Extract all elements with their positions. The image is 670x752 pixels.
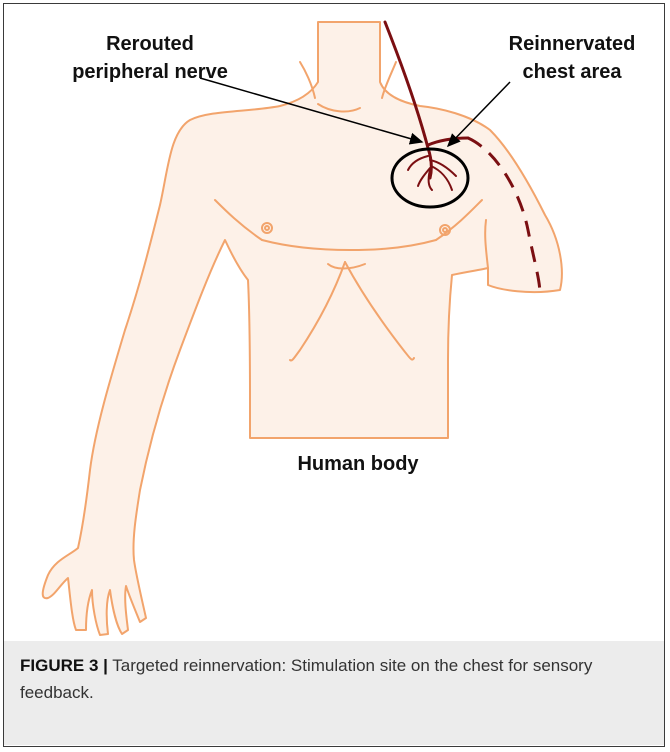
human-body-figure [43,22,562,635]
reinnervated-area-label-line1: Reinnervated [509,33,636,55]
figure-caption: FIGURE 3 | Targeted reinnervation: Stimu… [20,652,650,706]
body-illustration: Rerouted peripheral nerve Reinnervated c… [0,0,670,640]
rerouted-nerve-label-line2: peripheral nerve [72,61,228,83]
human-body-label: Human body [297,453,419,475]
figure-id: FIGURE 3 | [20,656,108,675]
rerouted-nerve-label-line1: Rerouted [106,33,194,55]
reinnervated-area-label-line2: chest area [523,61,623,83]
